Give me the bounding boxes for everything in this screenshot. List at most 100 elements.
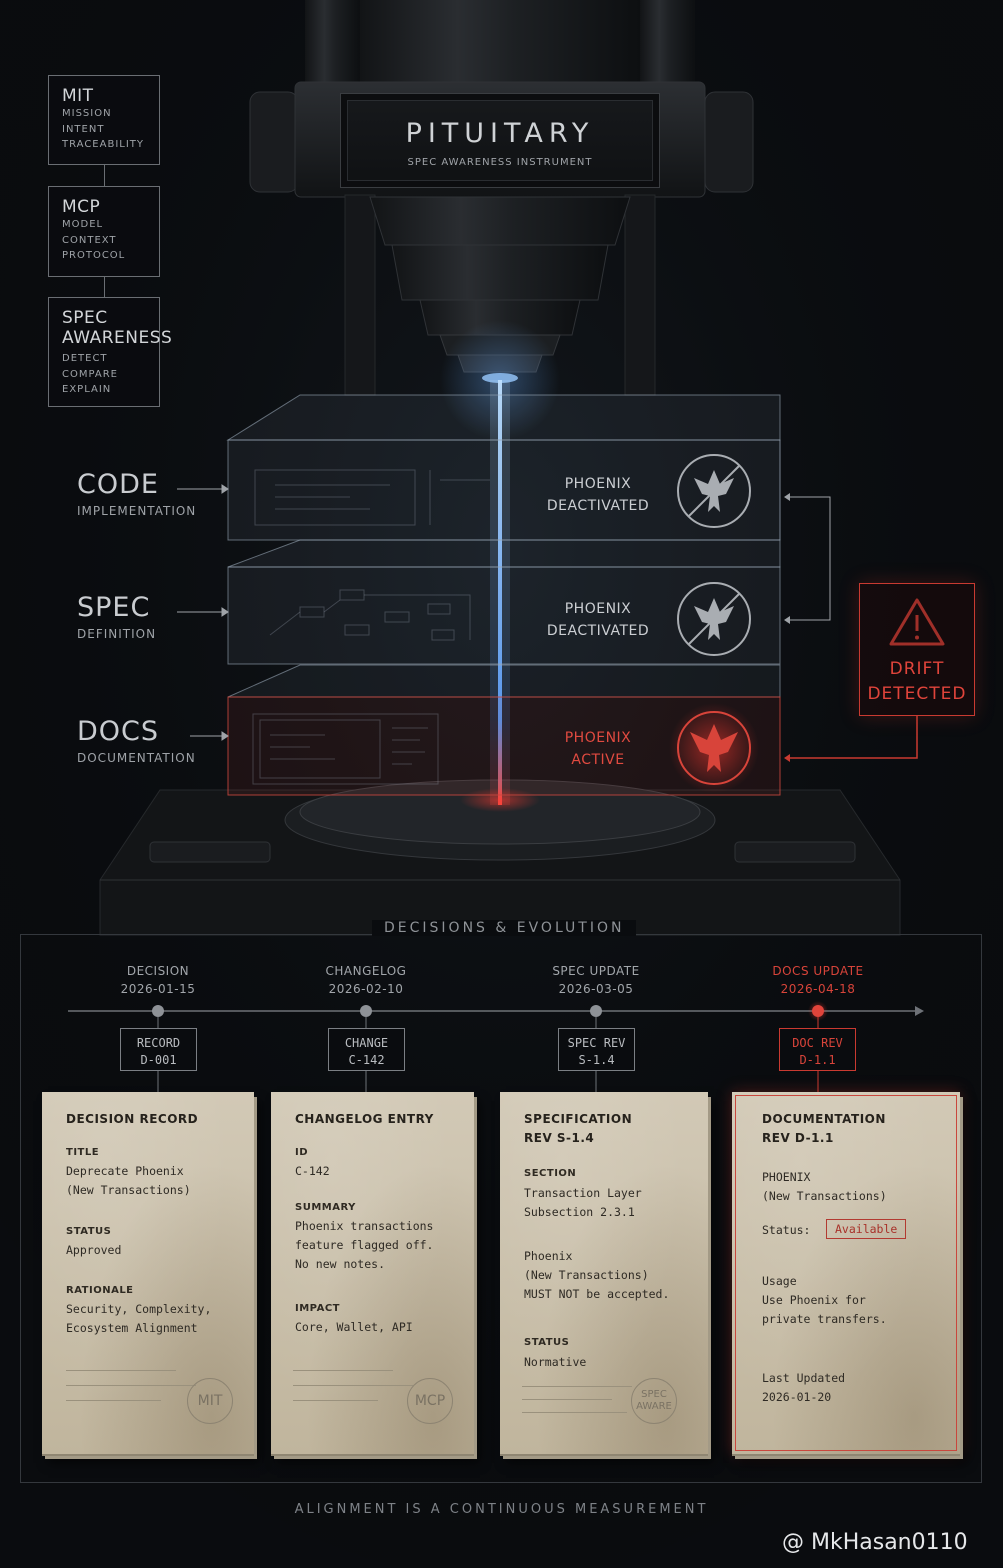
mcp-stamp: MCP bbox=[407, 1378, 453, 1424]
tag-line: D-001 bbox=[140, 1053, 177, 1067]
stamp-line: AWARE bbox=[636, 1401, 672, 1412]
mit-stamp: MIT bbox=[187, 1378, 233, 1424]
rule-line bbox=[66, 1370, 176, 1371]
layer-sub: DOCUMENTATION bbox=[77, 751, 196, 765]
field-value: Phoenix transactions feature flagged off… bbox=[295, 1219, 434, 1271]
layer-name: SPEC bbox=[77, 592, 151, 623]
layer-label-docs: DOCS DOCUMENTATION bbox=[77, 717, 196, 766]
concept-title: MCP bbox=[62, 197, 101, 217]
field-value: Security, Complexity, Ecosystem Alignmen… bbox=[66, 1302, 212, 1335]
field-label: TITLE bbox=[66, 1147, 100, 1158]
record-tag: CHANGE C-142 bbox=[328, 1028, 405, 1071]
drift-line: DETECTED bbox=[867, 684, 967, 704]
warning-icon bbox=[889, 598, 945, 646]
connector-line bbox=[104, 165, 105, 186]
connector-line bbox=[104, 277, 105, 297]
event-name: SPEC UPDATE bbox=[552, 964, 640, 978]
field-value: Deprecate Phoenix (New Transactions) bbox=[66, 1164, 191, 1197]
field-value: Normative bbox=[524, 1355, 587, 1369]
phoenix-crossed-icon bbox=[677, 582, 751, 656]
phoenix-crossed-icon bbox=[677, 454, 751, 528]
status-line: DEACTIVATED bbox=[546, 498, 650, 514]
panel-title: DECISIONS & EVOLUTION bbox=[372, 920, 637, 936]
concept-line: TRACEABILITY bbox=[62, 139, 145, 150]
event-date: 2026-02-10 bbox=[328, 982, 404, 996]
tag-line: RECORD bbox=[136, 1036, 181, 1050]
layer-status-code: PHOENIX DEACTIVATED bbox=[543, 473, 653, 517]
rule-line bbox=[522, 1412, 627, 1413]
rule-line bbox=[66, 1400, 161, 1401]
tag-line: D-1.1 bbox=[799, 1053, 836, 1067]
tag-line: DOC REV bbox=[792, 1036, 843, 1050]
usage-text: Usage Use Phoenix for private transfers. bbox=[762, 1274, 887, 1326]
field-value: C-142 bbox=[295, 1164, 330, 1178]
concept-mcp: MCP MODEL CONTEXT PROTOCOL bbox=[48, 186, 160, 277]
layer-slab-spec bbox=[227, 539, 781, 665]
status-line: PHOENIX bbox=[564, 476, 632, 492]
decision-record-card: DECISION RECORD TITLE Deprecate Phoenix … bbox=[42, 1092, 254, 1454]
rule-line bbox=[293, 1400, 378, 1401]
field-value: Transaction Layer Subsection 2.3.1 bbox=[524, 1186, 642, 1219]
tag-line: C-142 bbox=[348, 1053, 385, 1067]
field-value: Core, Wallet, API bbox=[295, 1320, 413, 1334]
event-name: DECISION bbox=[126, 964, 190, 978]
timeline-dots bbox=[152, 1001, 828, 1021]
tag-line: S-1.4 bbox=[578, 1053, 615, 1067]
spec-aware-stamp: SPEC AWARE bbox=[631, 1378, 677, 1424]
status-badge: Available bbox=[826, 1219, 907, 1239]
field-label: SECTION bbox=[524, 1168, 577, 1179]
card-heading: SPECIFICATION REV S-1.4 bbox=[524, 1112, 633, 1145]
record-tag: RECORD D-001 bbox=[120, 1028, 197, 1071]
field-label: STATUS bbox=[66, 1226, 112, 1237]
status-line: DEACTIVATED bbox=[546, 623, 650, 639]
field-label: ID bbox=[295, 1147, 309, 1158]
specification-card: SPECIFICATION REV S-1.4 SECTION Transact… bbox=[500, 1092, 708, 1454]
concept-line: EXPLAIN bbox=[62, 384, 112, 395]
layer-label-code: CODE IMPLEMENTATION bbox=[77, 470, 197, 519]
concept-line: PROTOCOL bbox=[62, 250, 126, 261]
spec-body: Phoenix (New Transactions) MUST NOT be a… bbox=[524, 1249, 670, 1301]
layer-sub: IMPLEMENTATION bbox=[77, 504, 197, 518]
instrument-nameplate: PITUITARY SPEC AWARENESS INSTRUMENT bbox=[340, 93, 660, 188]
field-label: STATUS bbox=[524, 1337, 570, 1348]
stamp-line: SPEC bbox=[641, 1389, 667, 1400]
documentation-card: DOCUMENTATION REV D-1.1 PHOENIX (New Tra… bbox=[732, 1092, 960, 1454]
record-tag: SPEC REV S-1.4 bbox=[558, 1028, 635, 1071]
layer-label-spec: SPEC DEFINITION bbox=[77, 592, 156, 642]
card-heading: DECISION RECORD bbox=[66, 1112, 199, 1126]
field-value: Approved bbox=[66, 1243, 122, 1257]
concept-line: DETECT bbox=[62, 353, 108, 364]
concept-line: MODEL bbox=[62, 219, 104, 230]
event-name: DOCS UPDATE bbox=[772, 964, 864, 978]
tag-line: SPEC REV bbox=[567, 1036, 626, 1050]
status-line: ACTIVE bbox=[571, 752, 625, 768]
layer-status-docs: PHOENIX ACTIVE bbox=[543, 727, 653, 771]
concept-line: INTENT bbox=[62, 123, 105, 135]
layer-slab-code bbox=[226, 394, 781, 541]
field-label: RATIONALE bbox=[66, 1285, 134, 1296]
drift-detected-alert: DRIFT DETECTED bbox=[859, 583, 975, 716]
concept-mit: MIT MISSION INTENT TRACEABILITY bbox=[48, 75, 160, 165]
drift-line: DRIFT bbox=[889, 659, 945, 679]
concept-spec-awareness: SPEC AWARENESS DETECT COMPARE EXPLAIN bbox=[48, 297, 172, 407]
status-line: PHOENIX bbox=[564, 601, 632, 617]
rule-line bbox=[522, 1386, 632, 1387]
rule-line bbox=[522, 1399, 612, 1400]
timeline-event: CHANGELOG 2026-02-10 bbox=[296, 962, 436, 998]
tag-line: CHANGE bbox=[344, 1036, 389, 1050]
phoenix-icon bbox=[669, 703, 759, 793]
rule-line bbox=[66, 1385, 196, 1386]
field-label: Status: bbox=[762, 1223, 811, 1237]
concept-line: COMPARE bbox=[62, 368, 118, 380]
concept-title: MIT bbox=[62, 86, 94, 106]
concept-line: CONTEXT bbox=[62, 234, 117, 246]
event-date: 2026-01-15 bbox=[120, 982, 196, 996]
record-tag-highlight: DOC REV D-1.1 bbox=[779, 1028, 856, 1071]
author-credit: @ MkHasan0110 bbox=[782, 1530, 968, 1555]
footer-tagline: ALIGNMENT IS A CONTINUOUS MEASUREMENT bbox=[294, 1502, 709, 1517]
timeline-event-highlight: DOCS UPDATE 2026-04-18 bbox=[748, 962, 888, 998]
status-line: PHOENIX bbox=[564, 730, 632, 746]
timeline-event: DECISION 2026-01-15 bbox=[88, 962, 228, 998]
card-heading: CHANGELOG ENTRY bbox=[295, 1112, 434, 1126]
rule-line bbox=[293, 1370, 393, 1371]
